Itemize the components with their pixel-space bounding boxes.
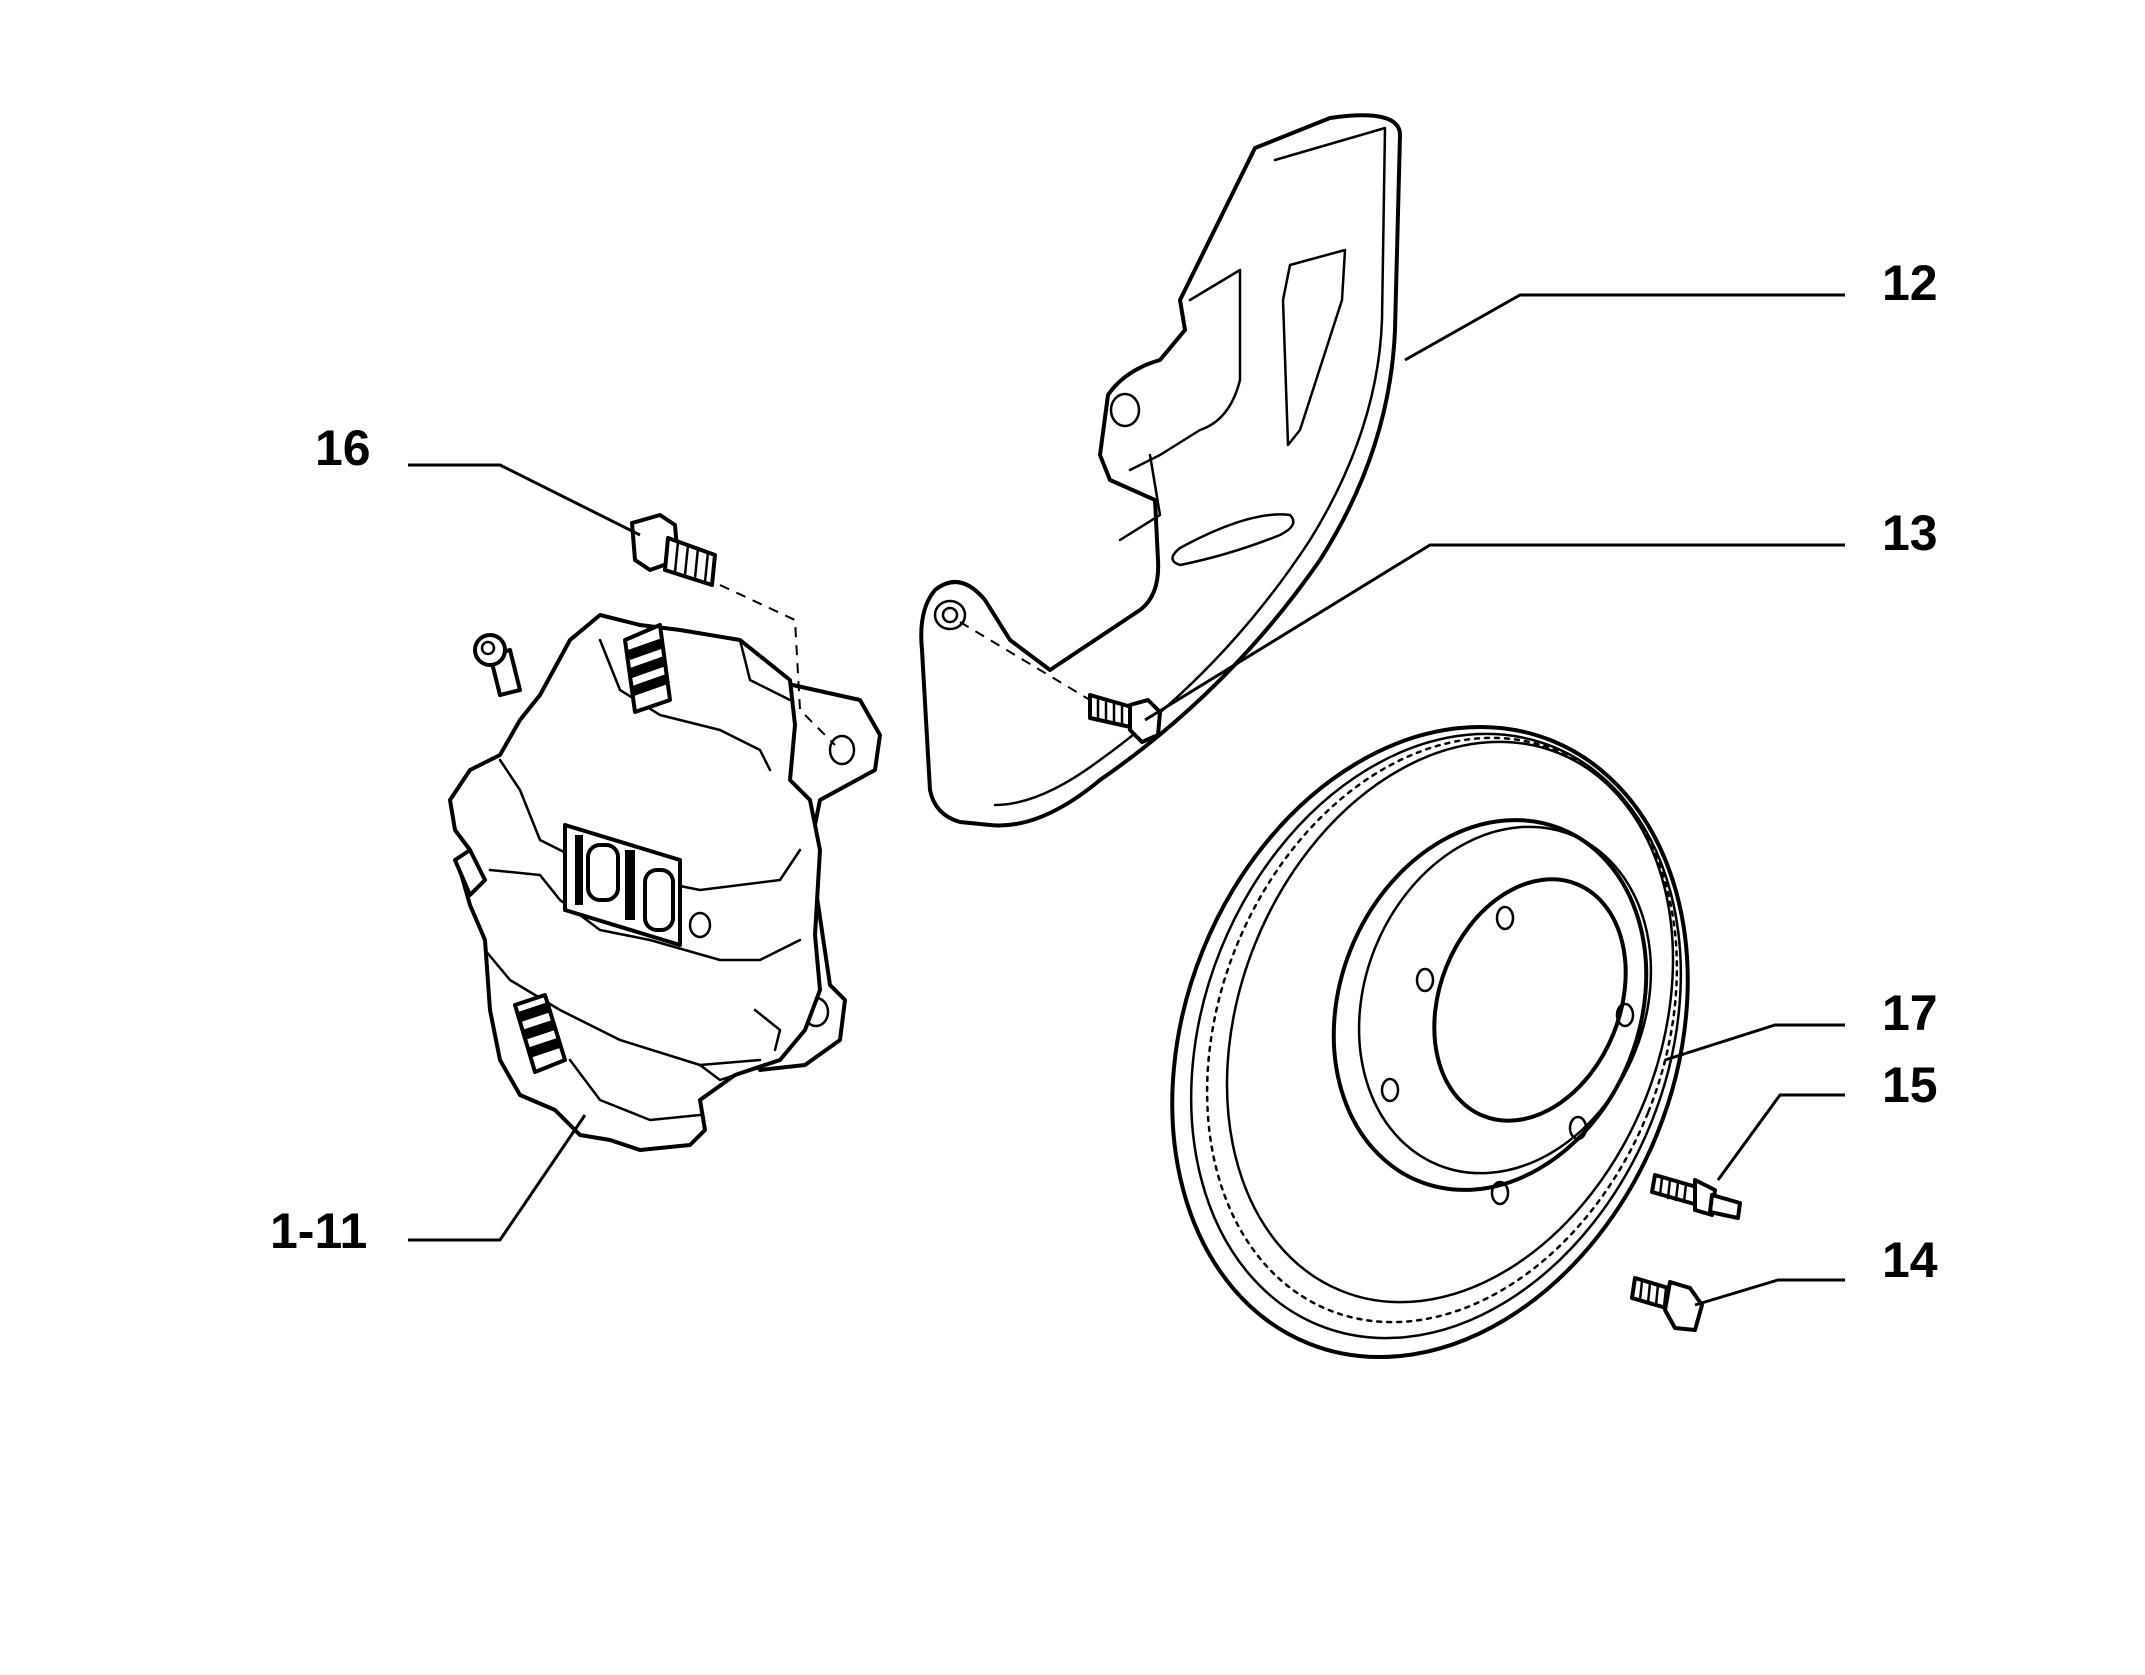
callout-12: 12 <box>1882 255 1938 311</box>
callout-1-11: 1-11 <box>270 1203 367 1259</box>
caliper-spring-bottom <box>513 993 567 1074</box>
brake-disc <box>1170 724 1690 1360</box>
leader-13 <box>1144 543 1845 722</box>
caliper-window <box>563 823 682 947</box>
callout-13: 13 <box>1882 505 1938 561</box>
leader-15 <box>1716 1093 1845 1181</box>
leader-16 <box>408 463 641 537</box>
callout-14: 14 <box>1882 1232 1938 1288</box>
callout-17: 17 <box>1882 985 1938 1041</box>
dust-shield <box>919 113 1402 828</box>
wheel-stud <box>1650 1173 1742 1220</box>
leader-17 <box>1664 1023 1845 1062</box>
caliper-bolt <box>630 513 717 587</box>
shield-bolt <box>1088 693 1162 744</box>
callout-15: 15 <box>1882 1057 1938 1113</box>
alignment-line-13 <box>959 621 1091 701</box>
callout-16: 16 <box>315 420 371 476</box>
leader-1-11 <box>408 1114 587 1242</box>
leader-14 <box>1694 1278 1845 1307</box>
alignment-line-16 <box>719 584 836 746</box>
bleeder-valve <box>473 633 522 697</box>
disc-screw <box>1630 1276 1704 1332</box>
leader-12 <box>1404 293 1845 362</box>
brake-caliper <box>448 613 882 1152</box>
caliper-spring-top <box>623 623 672 714</box>
